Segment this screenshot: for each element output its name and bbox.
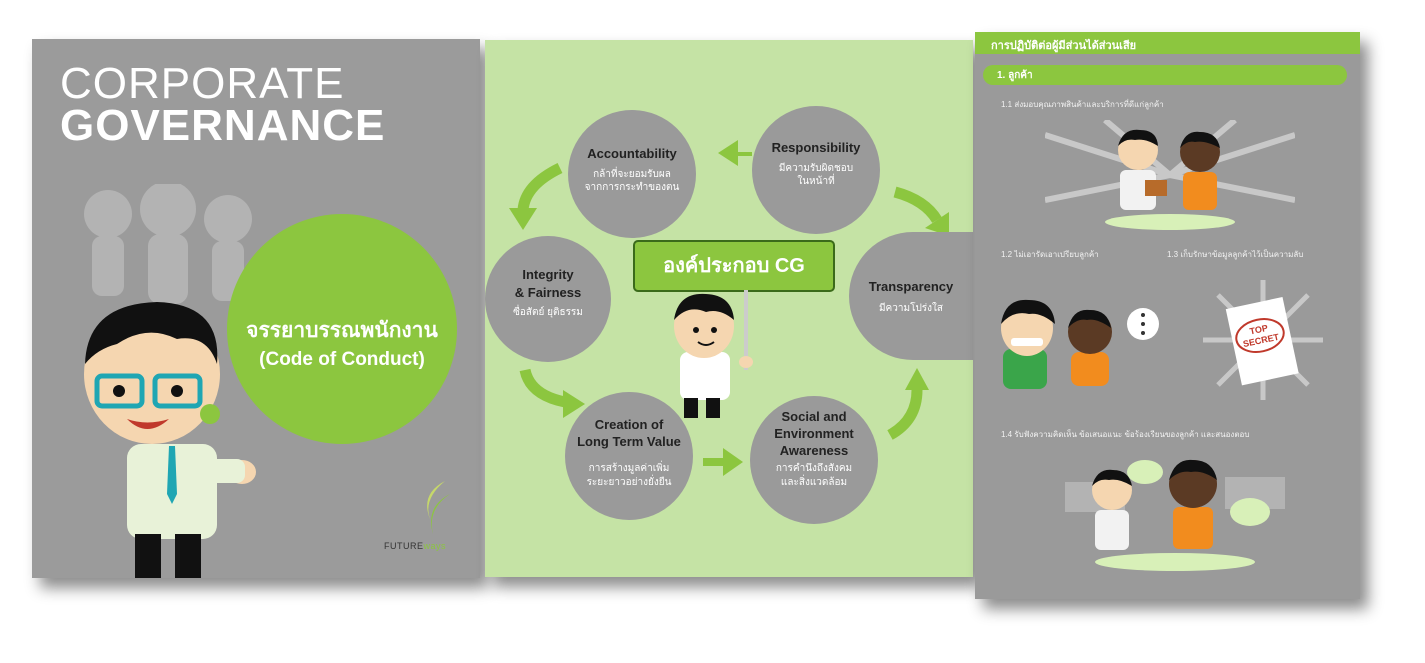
node-title: Responsibility <box>771 140 861 155</box>
node-subtitle: การสร้างมูลค่าเพิ่ม <box>588 463 670 474</box>
node-title: & Fairness <box>514 285 582 300</box>
node-title: Accountability <box>587 146 677 161</box>
cg-components-sign: องค์ประกอบ CG <box>633 240 835 292</box>
futureways-logo-icon <box>427 481 450 534</box>
arrow-curve-top-right <box>893 186 942 224</box>
arrow-right-icon <box>703 448 743 476</box>
node-subtitle: การคำนึงถึงสังคม <box>775 463 853 474</box>
node-subtitle: ซื่อสัตย์ ยุติธรรม <box>513 307 583 318</box>
page-header-strip: การปฏิบัติต่อผู้มีส่วนได้ส่วนเสีย <box>975 32 1360 54</box>
stamp-top-text: TOP <box>1249 323 1269 337</box>
page-header-title: การปฏิบัติต่อผู้มีส่วนได้ส่วนเสีย <box>991 40 1137 52</box>
item-1-1: 1.1 ส่งมอบคุณภาพสินค้าและบริการที่ดีแก่ล… <box>1001 100 1164 109</box>
cover-title-line2: GOVERNANCE <box>60 101 386 150</box>
node-title: Environment <box>774 426 854 441</box>
item-1-2: 1.2 ไม่เอารัดเอาเปรียบลูกค้า <box>1001 250 1099 259</box>
node-long-term-value: Creation of Long Term Value การสร้างมูลค… <box>565 392 693 520</box>
node-subtitle: ในหน้าที่ <box>797 176 835 187</box>
node-integrity-fairness: Integrity & Fairness ซื่อสัตย์ ยุติธรรม <box>485 236 611 362</box>
no-exploitation-illustration <box>1001 299 1159 389</box>
node-subtitle: มีความโปร่งใส <box>878 303 944 314</box>
node-responsibility: Responsibility มีความรับผิดชอบ ในหน้าที่ <box>752 106 880 234</box>
cartoon-man-holding-sign-illustration <box>674 290 753 418</box>
bubble-english-title: (Code of Conduct) <box>259 349 425 370</box>
logo-word-future: FUTURE <box>384 541 424 551</box>
customer-delivery-illustration <box>1045 120 1295 230</box>
section-title: 1. ลูกค้า <box>997 70 1033 81</box>
node-transparency: Transparency มีความโปร่งใส <box>849 232 973 360</box>
top-secret-document-illustration: TOP SECRET <box>1203 280 1323 400</box>
logo-word-ways: ways <box>423 541 447 551</box>
item-1-3: 1.3 เก็บรักษาข้อมูลลูกค้าไว้เป็นความลับ <box>1167 250 1304 259</box>
arrow-curve-bottom-left <box>519 368 567 408</box>
node-title: Transparency <box>868 279 954 294</box>
node-subtitle: จากการกระทำของตน <box>584 182 680 193</box>
arrow-left-icon <box>718 140 752 166</box>
item-1-4: 1.4 รับฟังความคิดเห็น ข้อเสนอแนะ ข้อร้อง… <box>1001 430 1250 439</box>
node-accountability: Accountability กล้าที่จะยอมรับผล จากการก… <box>568 110 696 238</box>
node-subtitle: มีความรับผิดชอบ <box>778 163 854 174</box>
cycle-arrows-graphic <box>509 140 949 476</box>
stakeholder-practice-page: การปฏิบัติต่อผู้มีส่วนได้ส่วนเสีย 1. ลูก… <box>975 32 1360 599</box>
cover-page: CORPORATE GOVERNANCE จรรยาบรรณพนักงาน (C… <box>32 39 480 578</box>
cartoon-man-glasses-illustration <box>84 302 256 578</box>
arrow-curve-top-left <box>517 163 563 211</box>
section-bar: 1. ลูกค้า <box>983 65 1347 85</box>
arrow-curve-bottom-right <box>887 389 923 440</box>
thought-bubble-dot <box>200 404 220 424</box>
bubble-thai-title: จรรยาบรรณพนักงาน <box>246 319 438 342</box>
cover-title-line1: CORPORATE <box>60 59 345 108</box>
node-title: Awareness <box>779 443 849 458</box>
node-title: Social and <box>781 409 847 424</box>
speech-bubble: จรรยาบรรณพนักงาน (Code of Conduct) <box>227 214 457 444</box>
node-subtitle: และสิ่งแวดล้อม <box>780 477 848 488</box>
logo-wordmark: FUTUREways <box>384 541 446 551</box>
node-title: Integrity <box>522 267 574 282</box>
node-title: Creation of <box>594 417 664 432</box>
customer-feedback-illustration <box>1065 459 1285 571</box>
node-title: Long Term Value <box>577 434 681 449</box>
node-subtitle: ระยะยาวอย่างยั่งยืน <box>586 477 672 488</box>
cg-components-page: Accountability กล้าที่จะยอมรับผล จากการก… <box>485 40 973 577</box>
node-social-environment: Social and Environment Awareness การคำนึ… <box>750 396 878 524</box>
node-subtitle: กล้าที่จะยอมรับผล <box>593 169 671 180</box>
